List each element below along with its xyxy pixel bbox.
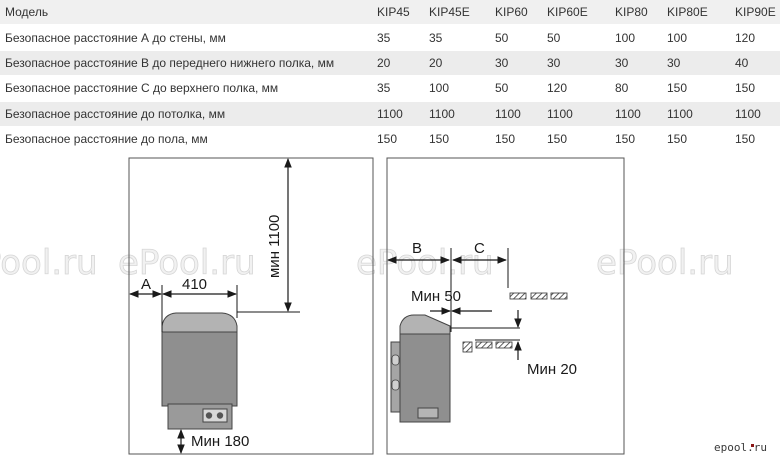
label-a: A bbox=[141, 276, 151, 293]
logo-accent-icon bbox=[751, 444, 754, 447]
row-label: Безопасное расстояние А до стены, мм bbox=[5, 30, 226, 45]
column-header-kip60: KIP60 bbox=[495, 5, 528, 20]
column-header-kip80e: KIP80E bbox=[667, 5, 708, 20]
table-header-row: Модель KIP45 KIP45E KIP60 KIP60E KIP80 K… bbox=[0, 0, 780, 25]
table-cell: 1100 bbox=[735, 106, 761, 121]
upper-bench-slat bbox=[509, 292, 527, 300]
table-cell: 150 bbox=[429, 132, 450, 147]
table-cell: 150 bbox=[377, 132, 398, 147]
table-cell: 100 bbox=[615, 30, 636, 45]
table-cell: 100 bbox=[429, 81, 450, 96]
epool-logo: epool.ru bbox=[714, 441, 767, 454]
table-cell: 30 bbox=[547, 55, 561, 70]
safety-distance-table: Модель KIP45 KIP45E KIP60 KIP60E KIP80 K… bbox=[0, 0, 780, 152]
table-cell: 1100 bbox=[377, 106, 403, 121]
column-header-kip60e: KIP60E bbox=[547, 5, 588, 20]
control-knob-icon bbox=[205, 412, 213, 419]
row-label: Безопасное расстояние до потолка, мм bbox=[5, 106, 226, 121]
watermark: ePool.ru bbox=[118, 243, 256, 283]
table-cell: 20 bbox=[377, 55, 391, 70]
table-cell: 1100 bbox=[495, 106, 521, 121]
label-c: C bbox=[474, 240, 485, 257]
table-cell: 40 bbox=[735, 55, 749, 70]
lower-bench-slat bbox=[475, 341, 493, 349]
column-header-kip45e: KIP45E bbox=[429, 5, 470, 20]
table-cell: 30 bbox=[495, 55, 509, 70]
bracket-slot-icon bbox=[391, 379, 400, 391]
side-view-frame bbox=[386, 157, 625, 455]
upper-bench-slat bbox=[550, 292, 568, 300]
table-cell: 150 bbox=[667, 132, 688, 147]
table-cell: 120 bbox=[547, 81, 568, 96]
logo-text: epool.ru bbox=[714, 441, 767, 454]
row-label: Безопасное расстояние до пола, мм bbox=[5, 132, 208, 147]
table-cell: 50 bbox=[495, 30, 509, 45]
label-heater-width: 410 bbox=[182, 276, 207, 293]
label-min50: Мин 50 bbox=[411, 288, 461, 305]
control-panel bbox=[202, 408, 228, 423]
label-b: B bbox=[412, 240, 422, 257]
upper-bench-slat bbox=[530, 292, 548, 300]
label-min20: Мин 20 bbox=[527, 361, 577, 378]
column-header-kip45: KIP45 bbox=[377, 5, 410, 20]
table-cell: 100 bbox=[667, 30, 688, 45]
watermark: ePool.ru bbox=[356, 243, 494, 283]
table-cell: 150 bbox=[667, 81, 688, 96]
watermark: ePool.ru bbox=[596, 243, 734, 283]
table-cell: 20 bbox=[429, 55, 443, 70]
table-cell: 30 bbox=[667, 55, 681, 70]
table-cell: 35 bbox=[377, 30, 391, 45]
lower-bench-slat bbox=[495, 341, 513, 349]
wall-bracket bbox=[390, 341, 401, 413]
table-cell: 1100 bbox=[667, 106, 693, 121]
table-cell: 150 bbox=[495, 132, 516, 147]
table-row: Безопасное расстояние до пола, мм 150 15… bbox=[0, 126, 780, 152]
side-control-box bbox=[417, 407, 439, 419]
row-label: Безопасное расстояние С до верхнего полк… bbox=[5, 81, 279, 96]
table-row: Безопасное расстояние С до верхнего полк… bbox=[0, 76, 780, 102]
heater-body-front bbox=[161, 331, 238, 407]
table-cell: 50 bbox=[495, 81, 509, 96]
lower-bench-slat bbox=[462, 341, 473, 353]
table-cell: 1100 bbox=[615, 106, 641, 121]
table-row: Безопасное расстояние В до переднего ниж… bbox=[0, 50, 780, 76]
bracket-slot-icon bbox=[391, 354, 400, 366]
column-header-model: Модель bbox=[5, 5, 49, 20]
table-cell: 80 bbox=[615, 81, 629, 96]
table-cell: 150 bbox=[547, 132, 568, 147]
installation-diagram: ePool.ru ePool.ru ePool.ru ePool.ru A 41… bbox=[0, 157, 767, 455]
control-knob-icon bbox=[216, 412, 224, 419]
front-view-frame bbox=[128, 157, 374, 455]
table-cell: 30 bbox=[615, 55, 629, 70]
side-view: B C Мин 50 Мин 20 bbox=[386, 157, 625, 455]
heater-top-side bbox=[399, 314, 451, 335]
table-cell: 35 bbox=[429, 30, 443, 45]
table-cell: 50 bbox=[547, 30, 561, 45]
table-row: Безопасное расстояние до потолка, мм 110… bbox=[0, 101, 780, 127]
label-ceiling-distance: мин 1100 bbox=[266, 215, 283, 278]
table-cell: 120 bbox=[735, 30, 756, 45]
column-header-kip90e: KIP90E bbox=[735, 5, 776, 20]
table-cell: 150 bbox=[735, 81, 756, 96]
table-cell: 1100 bbox=[547, 106, 573, 121]
heater-top-front bbox=[161, 312, 238, 333]
table-cell: 1100 bbox=[429, 106, 455, 121]
front-view: A 410 мин 1100 Мин 180 bbox=[128, 157, 374, 455]
table-cell: 150 bbox=[735, 132, 756, 147]
heater-body-side bbox=[399, 333, 451, 423]
table-row: Безопасное расстояние А до стены, мм 35 … bbox=[0, 25, 780, 51]
row-label: Безопасное расстояние В до переднего ниж… bbox=[5, 55, 335, 70]
label-floor-distance: Мин 180 bbox=[191, 433, 249, 450]
table-cell: 35 bbox=[377, 81, 391, 96]
watermark: ePool.ru bbox=[0, 243, 98, 283]
column-header-kip80: KIP80 bbox=[615, 5, 648, 20]
table-cell: 150 bbox=[615, 132, 636, 147]
